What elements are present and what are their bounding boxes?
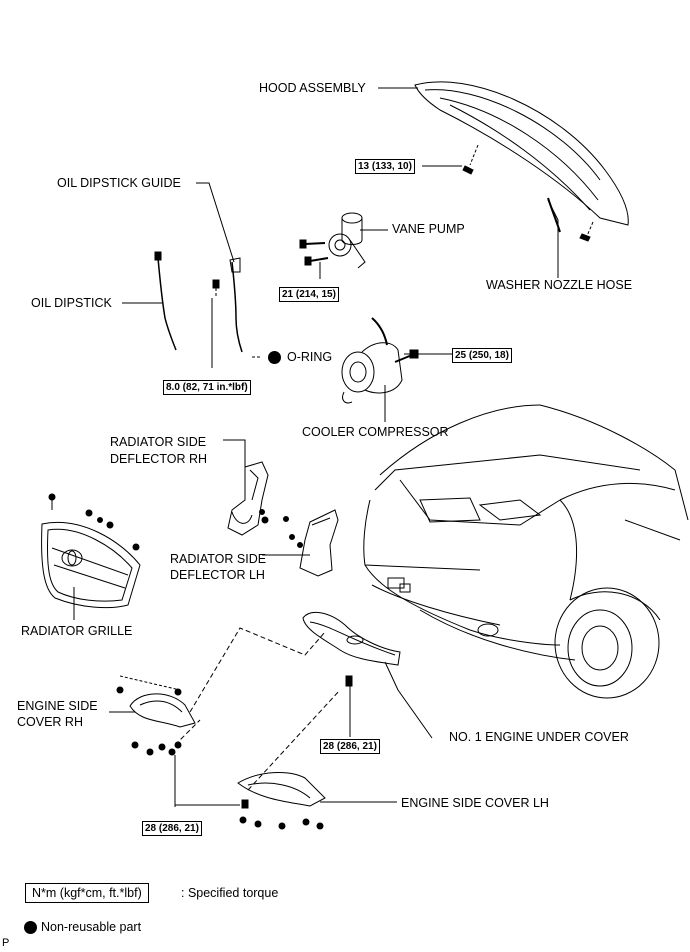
label-o-ring: O-RING xyxy=(287,350,333,364)
oil-dipstick-drawing xyxy=(154,251,262,358)
label-washer-nozzle-hose: WASHER NOZZLE HOSE xyxy=(486,278,633,292)
label-engine-side-cover-rh-line1: ENGINE SIDE xyxy=(17,699,98,713)
label-radiator-side-deflector-lh-line2: DEFLECTOR LH xyxy=(170,568,265,582)
cooler-compressor-drawing xyxy=(341,317,419,404)
label-vane-pump: VANE PUMP xyxy=(392,222,465,236)
engine-side-cover-rh-drawing xyxy=(116,675,196,756)
legend-nonreusable-dot xyxy=(24,921,37,934)
label-no1-engine-under-cover: NO. 1 ENGINE UNDER COVER xyxy=(449,730,629,744)
label-radiator-side-deflector-rh-line2: DEFLECTOR RH xyxy=(110,452,208,466)
torque-dipstick-guide: 8.0 (82, 71 in.*lbf) xyxy=(163,380,251,395)
legend-torque-unit-box: N*m (kgf*cm, ft.*lbf) xyxy=(25,883,149,903)
radiator-grille-drawing xyxy=(41,493,141,609)
label-oil-dipstick-guide: OIL DIPSTICK GUIDE xyxy=(57,176,181,190)
corner-mark: P xyxy=(2,937,10,949)
deflector-rh-drawing xyxy=(227,461,289,536)
leader-lines xyxy=(73,87,559,807)
torque-vane-pump: 21 (214, 15) xyxy=(279,287,339,302)
vehicle-front-drawing xyxy=(363,404,689,699)
dashed-assembly-lines xyxy=(174,627,341,791)
torque-side-cover: 28 (286, 21) xyxy=(142,821,202,836)
label-radiator-side-deflector-lh-line1: RADIATOR SIDE xyxy=(170,552,267,566)
torque-hood: 13 (133, 10) xyxy=(355,159,415,174)
label-cooler-compressor: COOLER COMPRESSOR xyxy=(302,425,449,439)
legend-nonreusable-description: Non-reusable part xyxy=(41,920,142,934)
label-hood-assembly: HOOD ASSEMBLY xyxy=(259,81,366,95)
label-oil-dipstick: OIL DIPSTICK xyxy=(31,296,112,310)
hood-assembly-drawing xyxy=(414,81,629,242)
deflector-lh-drawing xyxy=(289,509,339,577)
torque-compressor: 25 (250, 18) xyxy=(452,348,512,363)
label-radiator-side-deflector-rh-line1: RADIATOR SIDE xyxy=(110,435,207,449)
torque-under-cover: 28 (286, 21) xyxy=(320,739,380,754)
legend-torque-description: : Specified torque xyxy=(181,886,279,900)
label-radiator-grille: RADIATOR GRILLE xyxy=(21,624,133,638)
label-engine-side-cover-rh-line2: COVER RH xyxy=(17,715,83,729)
engine-side-cover-lh-drawing xyxy=(237,772,326,830)
vane-pump-drawing xyxy=(299,212,366,269)
label-engine-side-cover-lh: ENGINE SIDE COVER LH xyxy=(401,796,549,810)
under-cover-drawing xyxy=(302,611,401,687)
nonreusable-dot-o-ring xyxy=(268,351,281,364)
